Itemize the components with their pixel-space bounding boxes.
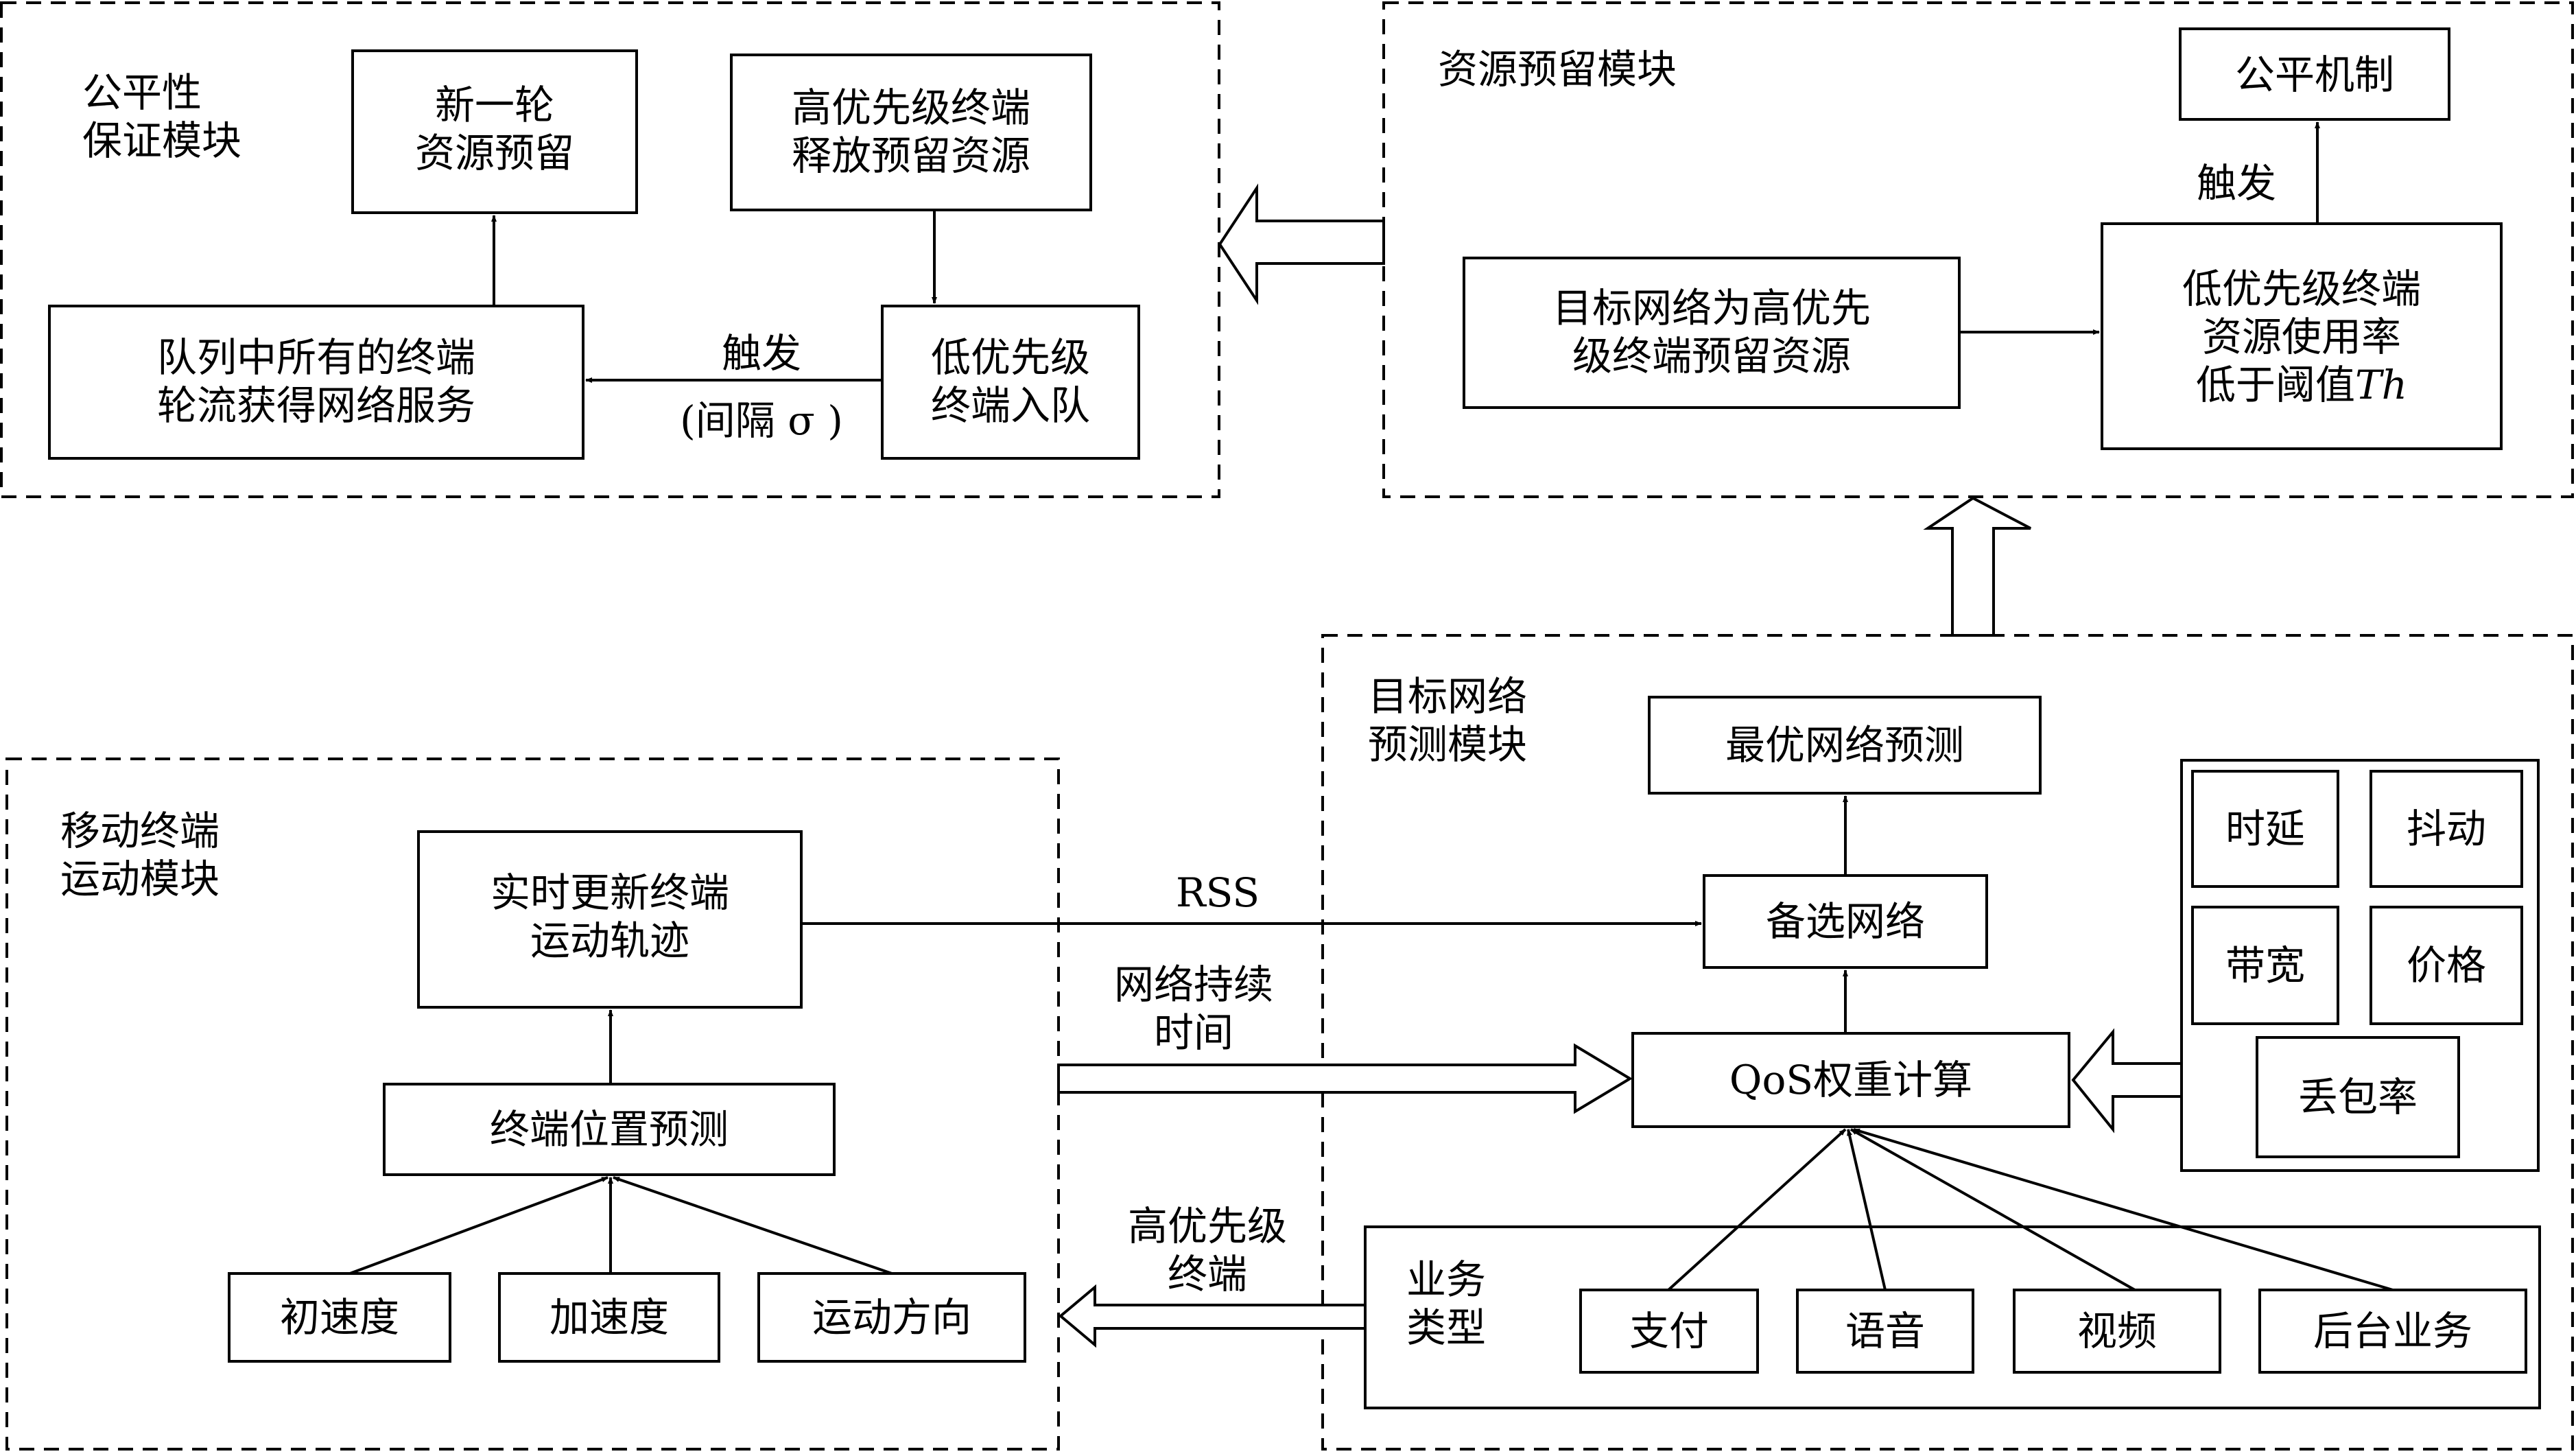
arrow-voice-to-qos [1847,1129,1887,1291]
delay-box [2191,770,2339,888]
loss-rate-box [2256,1036,2460,1158]
acceleration-label: 加速度 [549,1294,669,1341]
realtime-update-box [417,830,803,1009]
prediction-title-line1: 目标网络 [1368,673,1528,720]
reserve-for-high-label: 目标网络为高优先 级终端预留资源 [1552,285,1871,379]
hollow-arrow-prediction-to-reservation [1923,496,2031,637]
fair-mechanism-label: 公平机制 [2234,51,2394,98]
low-enqueue-box [881,305,1140,460]
low-enqueue-label: 低优先级 终端入队 [930,334,1090,429]
hollow-arrow-reservation-to-fairness [1218,183,1385,305]
arrow-video-to-qos [1850,1128,2136,1291]
video-box [2013,1289,2221,1374]
all-terminals-label: 队列中所有的终端 轮流获得网络服务 [156,334,475,429]
interval-label: (间隔 σ ) [680,397,843,444]
video-label: 视频 [2077,1308,2157,1354]
bandwidth-box [2191,906,2339,1025]
qos-weight-label: QoS权重计算 [1729,1057,1973,1103]
release-box [730,54,1092,211]
rss-label: RSS [1175,869,1260,916]
trigger-fair-label: 触发 [721,330,801,377]
mobile-title-line2: 运动模块 [60,856,220,902]
fairness-title-line2: 保证模块 [82,117,242,164]
new-round-label: 新一轮 资源预留 [414,82,574,176]
direction-label: 运动方向 [812,1294,971,1341]
price-box [2370,906,2523,1025]
init-speed-label: 初速度 [279,1294,399,1341]
jitter-box [2370,770,2523,888]
price-label: 价格 [2406,942,2486,989]
delay-label: 时延 [2225,806,2305,852]
position-predict-label: 终端位置预测 [489,1106,729,1153]
fair-mechanism-box [2179,27,2450,121]
arrow-direction-to-position [613,1176,893,1275]
voice-label: 语音 [1845,1308,1925,1354]
mobile-module-title: 移动终端 运动模块 [60,807,220,903]
qos-params-box [2180,759,2540,1172]
loss-rate-label: 丢包率 [2297,1074,2418,1120]
all-terminals-box [48,305,584,460]
duration-label: 网络持续 时间 [1113,961,1273,1056]
fairness-title-line1: 公平性 [82,69,202,116]
mobile-module-border [5,758,1060,1451]
service-type-label: 业务 类型 [1406,1256,1487,1351]
bandwidth-label: 带宽 [2225,942,2305,989]
best-network-box [1648,696,2042,795]
new-round-box [351,49,638,214]
trigger-mech-label: 触发 [2196,160,2276,207]
hollow-arrow-high-priority [1058,1284,1367,1348]
low-usage-box [2101,222,2503,450]
prediction-module-border [1321,634,2574,1451]
arrow-pay-to-qos [1667,1128,1847,1291]
candidate-network-label: 备选网络 [1765,898,1925,945]
jitter-label: 抖动 [2406,806,2486,852]
fairness-module-border [0,1,1220,498]
hollow-arrow-qos-params [2071,1028,2183,1134]
fairness-module-title: 公平性 保证模块 [82,69,241,165]
arrow-background-to-qos [1853,1128,2394,1291]
prediction-title-line2: 预测模块 [1368,721,1528,768]
best-network-label: 最优网络预测 [1725,722,1964,768]
hollow-arrow-duration [1057,1043,1633,1114]
arrow-speed-to-position [349,1176,608,1275]
qos-weight-box [1631,1032,2070,1128]
realtime-update-label: 实时更新终端 运动轨迹 [490,869,729,964]
mobile-title-line1: 移动终端 [60,808,220,854]
reservation-module-title: 资源预留模块 [1438,45,1677,93]
pay-label: 支付 [1629,1308,1709,1354]
init-speed-box [228,1272,451,1363]
release-label: 高优先级终端 释放预留资源 [791,84,1030,179]
threshold-symbol: Th [2354,362,2408,408]
low-usage-label: 低优先级终端 资源使用率 低于阈值Th [2182,266,2421,408]
prediction-module-title: 目标网络 预测模块 [1368,672,1527,768]
high-priority-label: 高优先级 终端 [1127,1203,1287,1298]
reservation-title: 资源预留模块 [1438,46,1677,93]
background-label: 后台业务 [2313,1308,2472,1354]
